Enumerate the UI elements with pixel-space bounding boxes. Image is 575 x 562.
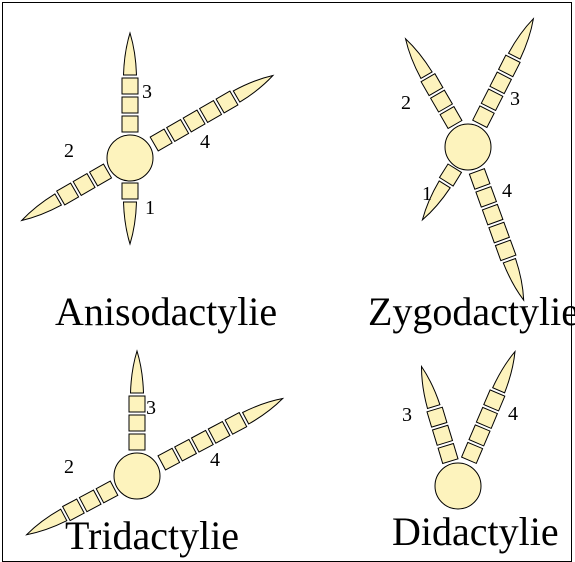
tri-toe-4-phalanx-5 [225, 413, 247, 435]
aniso-toe-label-1: 1 [145, 198, 155, 218]
tri-palm [114, 453, 160, 499]
zygo-toe-2-phalanx-2 [431, 90, 453, 112]
aniso-toe-1-claw [124, 202, 137, 244]
aniso-toe-2-claw [22, 194, 62, 221]
tri-toe-4-claw [243, 399, 283, 425]
zygo-toe-3-phalanx-4 [499, 55, 520, 76]
zygo-toe-2-phalanx-1 [440, 107, 462, 129]
di-toe-label-3: 3 [402, 405, 412, 425]
aniso-palm [107, 135, 153, 181]
di-toe-label-4: 4 [508, 404, 518, 424]
aniso-toe-4-claw [233, 76, 273, 103]
tri-toe-label-3: 3 [146, 398, 156, 418]
tri-toe-label-4: 4 [210, 450, 220, 470]
zygo-toe-label-1: 1 [422, 184, 432, 204]
caption-tridactylie: Tridactylie [65, 516, 239, 556]
aniso-toe-3-phalanx-2 [122, 97, 138, 113]
caption-anisodactylie: Anisodactylie [55, 292, 277, 332]
caption-zygodactylie: Zygodactylie [368, 292, 575, 332]
zygo-toe-2-phalanx-3 [421, 74, 443, 96]
aniso-toe-label-4: 4 [200, 132, 210, 152]
aniso-toe-2-phalanx-2 [73, 174, 95, 196]
zygo-toe-label-4: 4 [502, 181, 512, 201]
aniso-toe-3-phalanx-1 [122, 116, 138, 132]
tri-toe-4-phalanx-1 [158, 448, 180, 470]
di-toe-4-phalanx-1 [462, 442, 483, 463]
zygo-toe-4-phalanx-5 [495, 240, 516, 261]
zygo-toe-label-3: 3 [510, 89, 520, 109]
zygo-toe-4-phalanx-1 [469, 169, 490, 190]
tri-toe-3-phalanx-1 [129, 434, 145, 450]
aniso-toe-3-claw [124, 33, 137, 75]
tri-toe-2-claw [27, 509, 67, 535]
tri-toe-label-2: 2 [64, 457, 74, 477]
zygo-toe-4-phalanx-2 [476, 187, 497, 208]
tri-toe-3-phalanx-3 [129, 396, 145, 412]
zygo-toe-2-claw [406, 39, 433, 79]
aniso-toe-3-phalanx-3 [122, 78, 138, 94]
aniso-toe-2-phalanx-1 [90, 164, 112, 186]
aniso-toe-4-phalanx-4 [200, 101, 222, 123]
tri-toe-3-claw [131, 351, 144, 393]
di-toe-3-phalanx-3 [427, 407, 447, 427]
aniso-toe-4-phalanx-1 [150, 129, 172, 151]
zygo-toe-3-claw [509, 19, 534, 59]
aniso-toe-label-2: 2 [64, 141, 74, 161]
zygo-toe-4-phalanx-4 [489, 222, 510, 243]
di-toe-3-phalanx-2 [433, 425, 453, 445]
di-toe-4-phalanx-2 [469, 425, 490, 446]
caption-didactylie: Didactylie [392, 512, 559, 552]
aniso-toe-4-phalanx-2 [167, 120, 189, 142]
di-toe-3-claw [421, 367, 439, 409]
zygo-toe-3-phalanx-1 [473, 106, 495, 128]
aniso-toe-1-phalanx-1 [122, 183, 138, 199]
aniso-toe-4-phalanx-5 [216, 91, 238, 113]
tri-toe-4-phalanx-4 [208, 422, 230, 444]
tri-toe-3-phalanx-2 [129, 415, 145, 431]
zygo-toe-3-phalanx-3 [490, 72, 512, 94]
zygo-toe-3-phalanx-2 [481, 89, 503, 111]
di-toe-4-phalanx-3 [476, 407, 497, 428]
tri-toe-4-phalanx-2 [175, 439, 197, 461]
di-toe-4-claw [493, 352, 515, 393]
foot-diagrams [0, 0, 575, 548]
zygo-toe-4-phalanx-3 [482, 204, 503, 225]
tri-toe-2-phalanx-1 [96, 481, 118, 503]
tri-toe-2-phalanx-2 [79, 490, 101, 512]
aniso-toe-2-phalanx-3 [57, 183, 79, 205]
zygo-toe-label-2: 2 [401, 93, 411, 113]
aniso-toe-4-phalanx-3 [183, 110, 205, 132]
di-palm [435, 463, 481, 509]
di-toe-3-phalanx-1 [438, 444, 458, 464]
zygo-palm [445, 124, 491, 170]
aniso-toe-label-3: 3 [142, 82, 152, 102]
di-toe-4-phalanx-4 [484, 390, 505, 411]
